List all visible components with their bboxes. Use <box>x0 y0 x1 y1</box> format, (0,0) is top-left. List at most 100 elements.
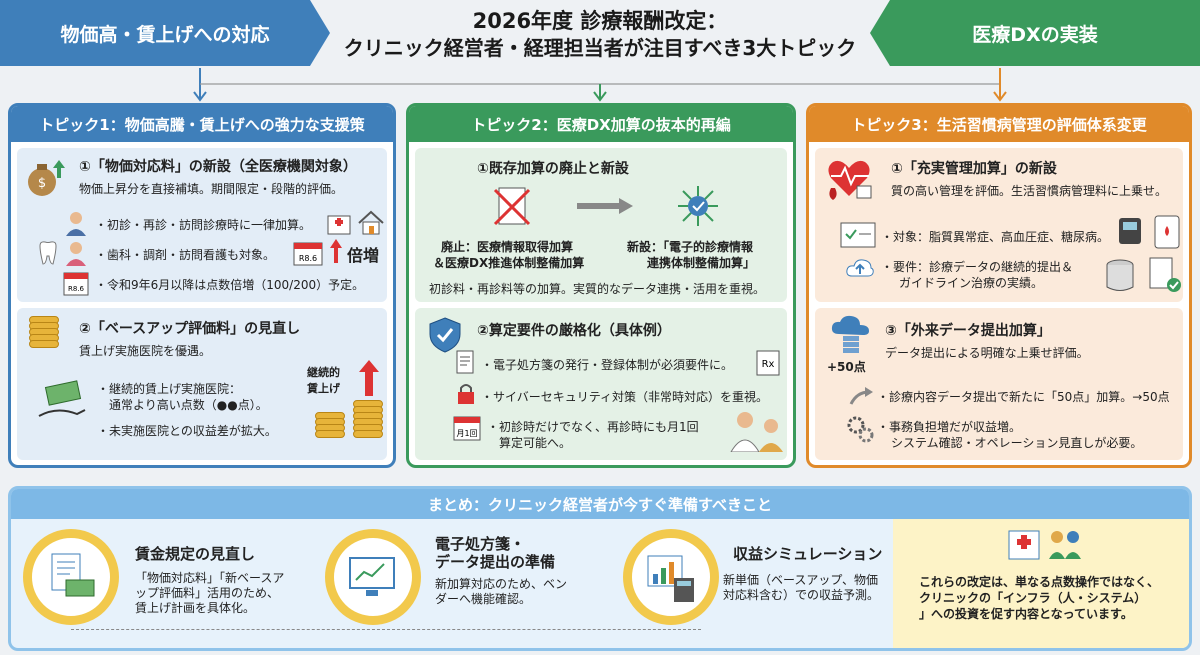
summary-item1-line1: 「物価対応料」「新ベースア <box>135 571 285 585</box>
plus50-label: +50点 <box>827 360 866 374</box>
document-icon <box>455 350 475 374</box>
baizo-label: 倍増 <box>347 246 380 265</box>
curved-arrow-icon <box>849 386 875 406</box>
conclusion-line2: クリニックの「インフラ（人・システム） <box>919 591 1147 605</box>
topic1-s1-bullet2: ・歯科・調剤・訪問看護も対象。 <box>95 248 276 262</box>
wage-document-icon <box>51 553 95 597</box>
summary-item3-ring <box>623 529 719 625</box>
calendar-label-1: R8.6 <box>299 254 317 263</box>
page-title: 2026年度 診療報酬改定： クリニック経営者・経理担当者が注目すべき3大トピッ… <box>330 8 870 62</box>
checklist-icon <box>839 220 877 250</box>
topic2-s2-bullet1: ・電子処方箋の発行・登録体制が必須要件に。 <box>481 358 734 372</box>
banner-right: 医療DXの実装 <box>870 0 1200 66</box>
summary-item2-line2: ダーへ機能確認。 <box>435 592 532 606</box>
topic2-old2: ＆医療DX推進体制整備加算 <box>433 256 585 270</box>
topic2-section2: ②算定要件の厳格化（具体例） ・電子処方箋の発行・登録体制が必須要件に。 Rx … <box>415 308 787 460</box>
calendar-icon: R8.6 <box>293 240 323 266</box>
summary-item1-line3: 賃上げ計画を具体化。 <box>135 601 256 615</box>
prescription-icon: Rx <box>755 348 785 378</box>
summary-item1-ring <box>23 529 119 625</box>
title-line2: クリニック経営者・経理担当者が注目すべき3大トピック <box>343 36 857 60</box>
topic3-s2-bullet1: ・診療内容データ提出で新たに「50点」加算。→50点 <box>877 390 1170 404</box>
topic3-s2-bullet2: ・事務負担増だが収益増。 <box>877 420 1022 434</box>
medical-devices-icon <box>1115 212 1185 252</box>
database-icon <box>1103 258 1137 294</box>
dashed-connector <box>71 629 701 630</box>
topic3-header: トピック3：生活習慣病管理の評価体系変更 <box>809 106 1189 142</box>
lock-icon <box>455 382 477 406</box>
summary-item3-title: 収益シミュレーション <box>733 545 883 563</box>
doctor-icon <box>63 210 89 236</box>
topic2-s2-bullet2: ・サイバーセキュリティ対策（非常時対応）を重視。 <box>481 390 769 404</box>
red-arrow-up-icon <box>357 358 381 398</box>
arrow-up-icon <box>329 238 343 264</box>
topic1-s2-bullet2: ・未実施医院との収益差が拡大。 <box>97 424 277 438</box>
coin-stack-icon <box>29 316 59 348</box>
topic2-new1: 新設：「電子的診療情報 <box>627 240 754 254</box>
topic1-s1-heading: ①「物価対応料」の新設（全医療機関対象） <box>79 159 357 175</box>
keizoku-label: 継続的 <box>307 366 340 379</box>
topic1-s1-desc: 物価上昇分を直接補填。期間限定・段階的評価。 <box>79 182 344 196</box>
summary-item2-title1: 電子処方箋・ <box>435 535 526 553</box>
summary-item2-ring <box>325 529 421 625</box>
topic2-s1-heading: ①既存加算の廃止と新設 <box>477 161 629 177</box>
crossed-document-icon <box>487 184 537 228</box>
topic2-section1: ①既存加算の廃止と新設 廃止：医療情報取得加算 ＆医療DX推進体制整備加算 新設… <box>415 148 787 302</box>
conclusion-line1: これらの改定は、単なる点数操作ではなく、 <box>919 575 1160 589</box>
topic2-s2-heading: ②算定要件の厳格化（具体例） <box>477 323 671 339</box>
computer-icon <box>349 557 395 596</box>
topic3-s2-bullet2b: システム確認・オペレーション見直しが必要。 <box>891 436 1143 450</box>
topic1-s2-bullet1b: 通常より高い点数（●●点）。 <box>109 398 268 412</box>
doctor-patient-icon <box>729 408 787 452</box>
topic1-section1: $ ①「物価対応料」の新設（全医療機関対象） 物価上昇分を直接補填。期間限定・段… <box>17 148 387 302</box>
topic1-s1-bullet1: ・初診・再診・訪問診療時に一律加算。 <box>95 218 312 232</box>
topic1-s1-bullet3: ・令和9年6月以降は点数倍増（100/200）予定。 <box>95 278 365 292</box>
calendar-month-icon: 月1回 <box>453 414 481 442</box>
hospital-icon <box>325 210 353 236</box>
nurse-icon <box>63 240 89 266</box>
topic3-s1-bullet2: ・要件：診療データの継続的提出＆ <box>881 260 1074 274</box>
topic1-s2-desc: 賃上げ実施医院を優遇。 <box>79 344 212 358</box>
doc-check-icon <box>1147 256 1183 294</box>
summary-conclusion: これらの改定は、単なる点数操作ではなく、 クリニックの「インフラ（人・システム）… <box>893 519 1189 648</box>
money-bag-icon: $ <box>25 156 67 198</box>
topic3-s1-bullet2b: ガイドライン治療の実績。 <box>899 276 1044 290</box>
title-line1: 2026年度 診療報酬改定： <box>472 9 728 33</box>
conclusion-line3: 」への投資を促す内容となっています。 <box>919 607 1133 621</box>
topic1-header: トピック1：物価高騰・賃上げへの強力な支援策 <box>11 106 393 142</box>
shield-icon <box>427 316 463 354</box>
topic3-s2-desc: データ提出による明確な上乗せ評価。 <box>885 346 1089 360</box>
svg-text:$: $ <box>38 176 46 191</box>
connector-arrows <box>193 68 1007 102</box>
coin-stack-tall-icon <box>353 400 383 438</box>
summary-item1-line2: ップ評価料」活用のため、 <box>135 586 280 600</box>
topic2-new2: 連携体制整備加算」 <box>647 256 756 270</box>
network-shield-icon <box>673 182 723 230</box>
summary-header: まとめ：クリニック経営者が今すぐ準備すべきこと <box>11 489 1189 519</box>
coin-stack-small-icon <box>315 412 345 438</box>
cloud-upload-icon <box>845 256 875 280</box>
topic1-panel: トピック1：物価高騰・賃上げへの強力な支援策 $ ①「物価対応料」の新設（全医療… <box>8 103 396 468</box>
hand-money-icon <box>37 380 87 428</box>
topic2-s2-bullet3b: 算定可能へ。 <box>499 436 572 450</box>
summary-item2-title2: データ提出の準備 <box>435 553 556 571</box>
topic3-s1-heading: ①「充実管理加算」の新設 <box>891 161 1057 177</box>
calendar-icon-2: R8.6 <box>63 270 89 296</box>
hospital-people-icon <box>1005 525 1085 561</box>
topic3-section2: +50点 ③「外来データ提出加算」 データ提出による明確な上乗せ評価。 ・診療内… <box>815 308 1183 460</box>
topic2-header: トピック2：医療DX加算の抜本的再編 <box>409 106 793 142</box>
right-arrow-icon <box>575 196 635 216</box>
topic1-s2-bullet1: ・継続的賃上げ実施医院： <box>97 382 242 396</box>
topic3-s1-desc: 質の高い管理を評価。生活習慣病管理料に上乗せ。 <box>891 184 1168 198</box>
topic2-s1-desc: 初診料・再診料等の加算。実質的なデータ連携・活用を重視。 <box>429 282 766 296</box>
topic3-s1-bullet1: ・対象：脂質異常症、高血圧症、糖尿病。 <box>881 230 1110 244</box>
svg-text:Rx: Rx <box>762 359 775 370</box>
house-icon <box>357 210 385 236</box>
tooth-icon <box>37 240 59 266</box>
summary-item3-line1: 新単価（ベースアップ、物価 <box>723 573 879 587</box>
topic3-panel: トピック3：生活習慣病管理の評価体系変更 ①「充実管理加算」の新設 質の高い管理… <box>806 103 1192 468</box>
topic1-section2: ②「ベースアップ評価料」の見直し 賃上げ実施医院を優遇。 ・継続的賃上げ実施医院… <box>17 308 387 460</box>
topic3-section1: ①「充実管理加算」の新設 質の高い管理を評価。生活習慣病管理料に上乗せ。 ・対象… <box>815 148 1183 302</box>
chart-calculator-icon <box>647 555 694 602</box>
summary-item1-title: 賃金規定の見直し <box>135 545 256 563</box>
